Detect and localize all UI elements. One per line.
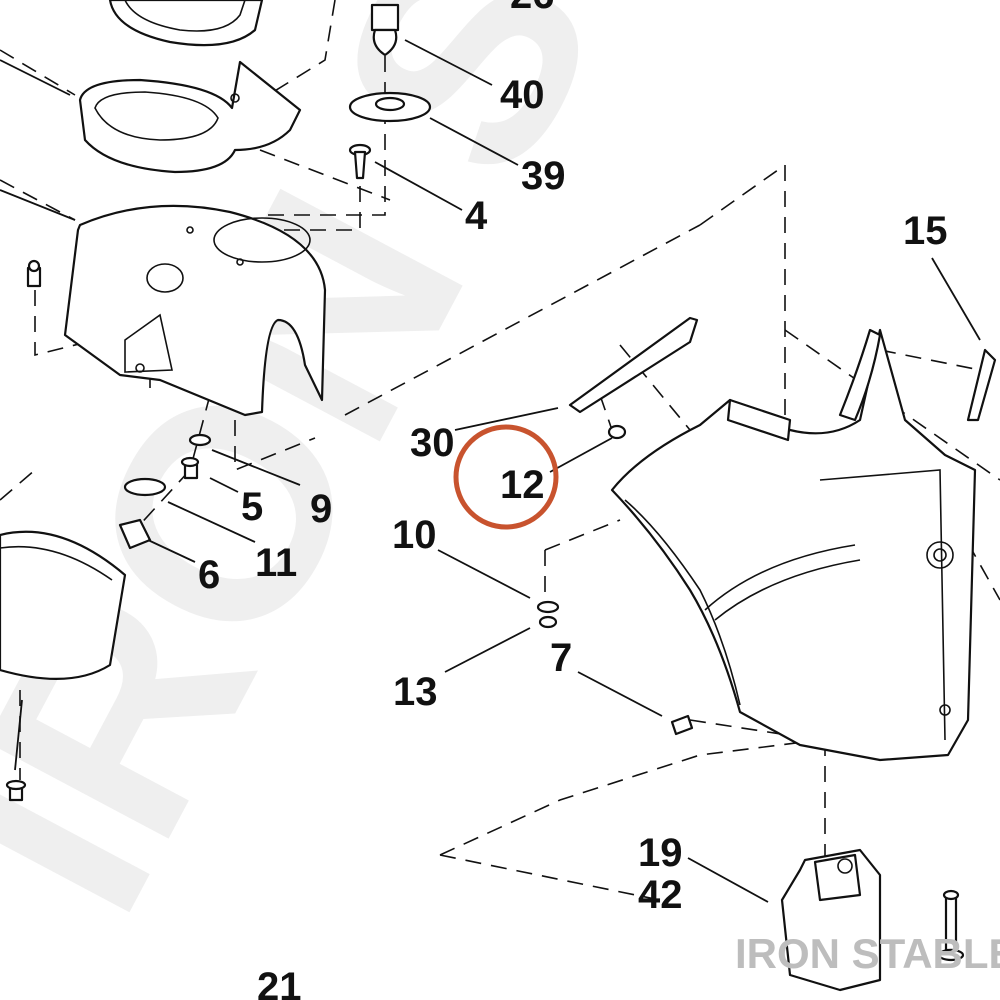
lower-cup-part: [0, 530, 127, 680]
bezel-ring-part: [108, 0, 264, 47]
switch-housing-part: [780, 848, 882, 992]
callout-10: 10: [392, 513, 437, 557]
callout-21: 21: [257, 965, 302, 1000]
housing-panel-part: [610, 328, 977, 762]
screw-part: [348, 143, 372, 180]
leader-lines: [0, 39, 981, 903]
callout-15: 15: [903, 209, 948, 253]
trim-strip-part: [568, 316, 882, 422]
callout-19: 19: [638, 831, 683, 875]
callout-30: 30: [410, 421, 455, 465]
bolt-part: [937, 889, 965, 962]
callout-26: 26: [510, 0, 555, 17]
callout-4: 4: [465, 194, 488, 238]
callout-7: 7: [550, 636, 572, 680]
upper-cover-part: [63, 204, 327, 417]
left-hardware: [5, 259, 212, 802]
clip-part: [966, 348, 997, 422]
callout-13: 13: [393, 670, 438, 714]
highlight-circle: [453, 424, 559, 530]
callout-11: 11: [255, 541, 297, 585]
center-fasteners: [536, 424, 694, 736]
callout-6: 6: [198, 553, 220, 597]
callout-labels: 26 40 39 4 15 30 12 5 9 10 11 6 7 13 19 …: [198, 0, 948, 1000]
callout-12: 12: [500, 463, 545, 507]
gauge-bracket-part: [78, 60, 302, 174]
callout-42: 42: [638, 873, 683, 917]
washer-part: [348, 91, 432, 123]
brand-watermark: IRON STABLE: [735, 930, 1000, 977]
callout-9: 9: [310, 487, 332, 531]
ignition-key-part: [370, 3, 400, 57]
callout-5: 5: [241, 485, 263, 529]
callout-39: 39: [521, 154, 566, 198]
callout-40: 40: [500, 73, 545, 117]
